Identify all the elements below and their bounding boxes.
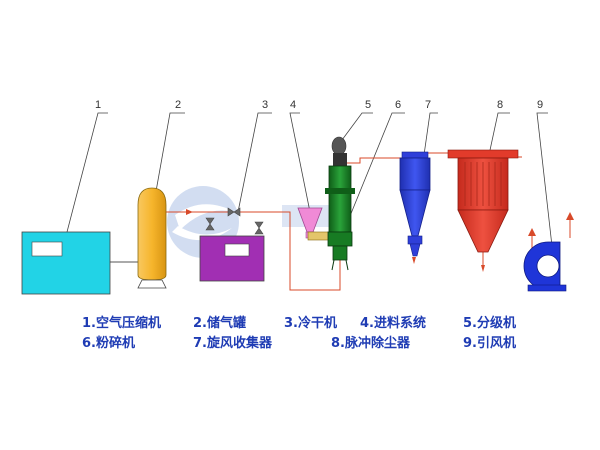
callout-2: 2 bbox=[175, 99, 181, 111]
leader-2 bbox=[149, 112, 185, 226]
callout-4: 4 bbox=[290, 99, 296, 111]
pipelines bbox=[110, 152, 571, 291]
legend-item-dryer: 3.冷干机 bbox=[284, 316, 337, 331]
legend-item-cyclone: 7.旋风收集器 bbox=[193, 336, 272, 351]
legend-item-air-compressor: 1.空气压缩机 bbox=[82, 316, 161, 331]
refrigerated-dryer bbox=[199, 235, 265, 282]
air-compressor bbox=[21, 231, 111, 295]
callout-5: 5 bbox=[365, 99, 371, 111]
legend-item-dust-collector: 8.脉冲除尘器 bbox=[331, 336, 410, 351]
callout-1: 1 bbox=[95, 99, 101, 111]
callout-6: 6 bbox=[395, 99, 401, 111]
callout-8: 8 bbox=[497, 99, 503, 111]
callout-7: 7 bbox=[425, 99, 431, 111]
pulse-dust-collector bbox=[447, 149, 519, 253]
leader-3 bbox=[237, 112, 272, 213]
cyclone-collector bbox=[399, 151, 431, 257]
valves bbox=[205, 207, 264, 235]
legend-row-2: 6.粉碎机 7.旋风收集器 8.脉冲除尘器 9.引风机 bbox=[0, 332, 600, 351]
classifier-and-mill bbox=[325, 136, 355, 271]
legend-item-fan: 9.引风机 bbox=[463, 336, 516, 351]
legend-item-feeding: 4.进料系统 bbox=[360, 316, 426, 331]
leader-7 bbox=[422, 112, 438, 163]
legend-item-air-tank: 2.储气罐 bbox=[193, 316, 246, 331]
leader-6 bbox=[349, 112, 405, 217]
callout-3: 3 bbox=[262, 99, 268, 111]
leader-5 bbox=[341, 112, 373, 141]
legend-item-classifier: 5.分级机 bbox=[463, 316, 516, 331]
flow-arrows bbox=[186, 209, 574, 272]
leader-1 bbox=[66, 112, 108, 233]
leader-9 bbox=[536, 112, 554, 256]
air-storage-tank bbox=[137, 187, 167, 289]
callout-9: 9 bbox=[537, 99, 543, 111]
legend-row-1: 1.空气压缩机 2.储气罐 3.冷干机 4.进料系统 5.分级机 bbox=[0, 312, 600, 331]
induced-draft-fan bbox=[523, 241, 567, 292]
leader-4 bbox=[289, 112, 311, 213]
callout-numbers: 1 2 3 4 5 6 7 8 9 bbox=[95, 99, 543, 111]
legend-item-mill: 6.粉碎机 bbox=[82, 336, 135, 351]
callout-leaders bbox=[66, 112, 554, 256]
legend: 1.空气压缩机 2.储气罐 3.冷干机 4.进料系统 5.分级机 6.粉碎机 7… bbox=[0, 312, 600, 362]
